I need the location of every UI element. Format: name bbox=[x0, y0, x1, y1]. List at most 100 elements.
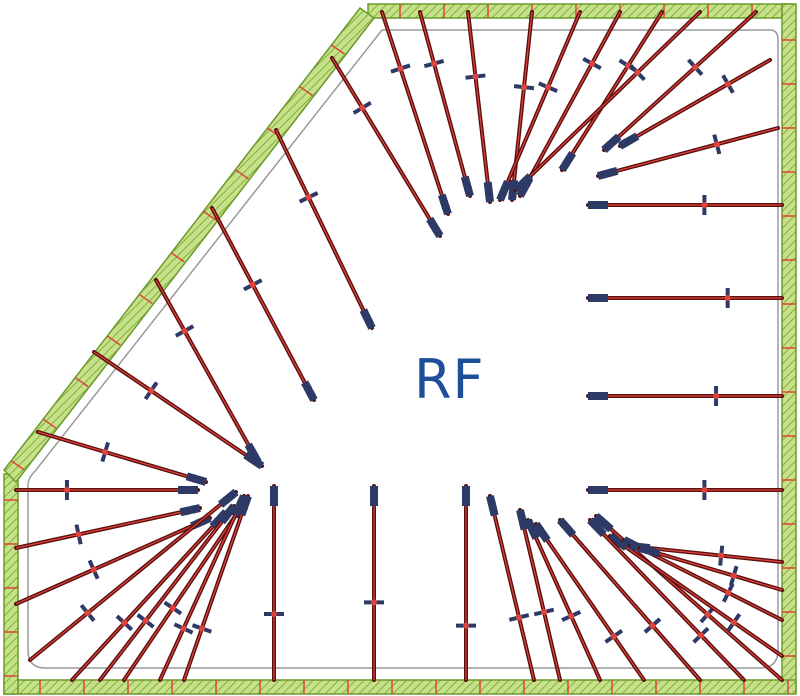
strut-beam-centerline bbox=[535, 523, 645, 681]
strut bbox=[586, 480, 784, 500]
strut-beam-centerline bbox=[559, 519, 701, 681]
strut-jack bbox=[426, 216, 438, 228]
strut-connector-pin bbox=[305, 194, 312, 201]
strut bbox=[330, 56, 444, 239]
wall-joint bbox=[10, 460, 25, 471]
strut-connector-pin bbox=[148, 387, 155, 394]
strut-connector-pin bbox=[63, 487, 70, 493]
strut-jack bbox=[600, 201, 608, 209]
strut bbox=[380, 10, 452, 216]
strut-connector-pin bbox=[701, 202, 708, 208]
strut bbox=[274, 128, 376, 330]
strut-connector-pin bbox=[169, 605, 176, 611]
slab-outline bbox=[27, 29, 779, 669]
strut-jack bbox=[564, 526, 577, 538]
strut bbox=[638, 544, 784, 592]
strut-jack bbox=[610, 133, 622, 145]
strut-beam-centerline bbox=[519, 11, 621, 197]
strut bbox=[601, 10, 758, 153]
strut-jack bbox=[243, 451, 255, 463]
retaining-wall bbox=[3, 3, 797, 695]
strut-jack bbox=[190, 486, 198, 494]
strut bbox=[486, 494, 536, 682]
strut-connector-pin bbox=[697, 632, 704, 639]
strut bbox=[14, 480, 200, 500]
strut-jack bbox=[539, 531, 551, 543]
wall-joint bbox=[234, 169, 249, 180]
strut-connector-pin bbox=[718, 552, 725, 559]
strut-beam-centerline bbox=[99, 505, 235, 681]
strut bbox=[513, 10, 702, 193]
strut bbox=[587, 517, 746, 682]
strut-connector-pin bbox=[75, 531, 82, 538]
strut-jack bbox=[217, 496, 230, 508]
strut-jack bbox=[179, 506, 190, 517]
strut-connector-pin bbox=[521, 84, 527, 91]
strut bbox=[496, 10, 582, 202]
wall-joint bbox=[42, 418, 57, 429]
strut bbox=[154, 278, 262, 464]
strut-beam-centerline bbox=[15, 517, 211, 605]
strut-jack bbox=[594, 201, 602, 209]
strut-connector-pin bbox=[121, 619, 128, 626]
strut bbox=[516, 508, 562, 682]
strut bbox=[596, 126, 780, 180]
strut-jack bbox=[600, 294, 608, 302]
strut-connector-pin bbox=[249, 281, 256, 288]
strut-jack bbox=[594, 392, 602, 400]
strut-jack bbox=[501, 180, 512, 191]
strut-connector-pin bbox=[371, 599, 377, 606]
strut-connector-pin bbox=[610, 633, 617, 640]
strut-beam-centerline bbox=[15, 507, 201, 549]
strut-connector-pin bbox=[704, 611, 711, 618]
strut-connector-pin bbox=[431, 60, 437, 67]
strut-beam-centerline bbox=[37, 431, 207, 483]
strut-connector-pin bbox=[589, 60, 595, 67]
strut-jack bbox=[650, 547, 661, 558]
strut-connector-pin bbox=[713, 141, 720, 148]
strut bbox=[456, 484, 476, 682]
strut-beam-centerline bbox=[275, 129, 373, 329]
strut-jack bbox=[602, 520, 614, 533]
strut-jack bbox=[588, 294, 596, 302]
strut-beam-centerline bbox=[211, 207, 315, 401]
strut-jack bbox=[359, 308, 371, 319]
strut bbox=[14, 504, 202, 550]
strut-jack bbox=[595, 525, 607, 538]
wall-joint bbox=[106, 335, 121, 346]
strut-connector-pin bbox=[181, 327, 188, 334]
strut-beam-centerline bbox=[597, 127, 779, 177]
strut-beam-centerline bbox=[619, 59, 771, 147]
wall-left bbox=[3, 473, 19, 695]
strut-connector-pin bbox=[472, 73, 479, 80]
strut-connector-pin bbox=[463, 622, 469, 629]
strut-connector-pin bbox=[271, 611, 277, 618]
strut-jack bbox=[518, 520, 529, 531]
strut bbox=[92, 350, 265, 470]
wall-bottom bbox=[3, 679, 797, 695]
strut-connector-pin bbox=[142, 617, 149, 624]
strut bbox=[70, 509, 229, 682]
strut-jack bbox=[594, 294, 602, 302]
strut bbox=[418, 10, 474, 198]
wall-joint bbox=[299, 85, 313, 97]
strut-beam-centerline bbox=[603, 11, 757, 151]
strut-beam-centerline bbox=[93, 351, 263, 467]
strut-group bbox=[14, 10, 784, 682]
strut-beam-centerline bbox=[467, 11, 491, 203]
strut-jack bbox=[483, 181, 493, 191]
wall-diagonal bbox=[3, 6, 376, 484]
strut-beam-centerline bbox=[123, 499, 247, 681]
wall-joint bbox=[138, 293, 153, 305]
strut-beam-centerline bbox=[519, 509, 561, 681]
strut-beam-centerline bbox=[527, 519, 601, 681]
strut-connector-pin bbox=[625, 62, 631, 69]
strut-beam-centerline bbox=[589, 519, 745, 681]
strut-connector-pin bbox=[541, 609, 547, 615]
strut-jack bbox=[244, 442, 256, 454]
strut-jack bbox=[462, 498, 470, 506]
strut bbox=[36, 430, 208, 486]
strut-jack bbox=[588, 392, 596, 400]
strut bbox=[28, 488, 239, 662]
strut-beam-centerline bbox=[71, 511, 227, 681]
